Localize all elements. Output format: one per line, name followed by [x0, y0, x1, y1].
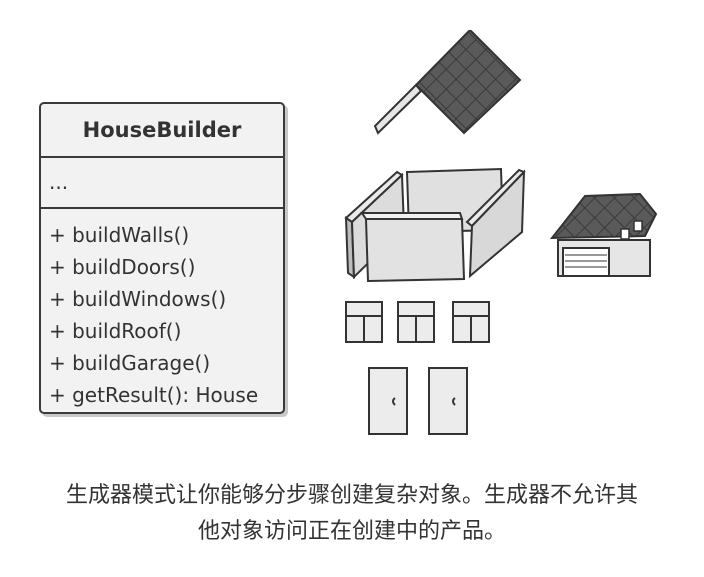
method-build-walls: + buildWalls()	[49, 223, 190, 247]
uml-fields: ...	[41, 158, 283, 209]
doors-icon	[368, 367, 468, 435]
roof-icon	[373, 30, 522, 135]
caption-line-2: 他对象访问正在创建中的产品。	[197, 519, 506, 544]
windows-icon	[345, 301, 490, 343]
method-build-garage: + buildGarage()	[49, 351, 211, 375]
caption-line-1: 生成器模式让你能够分步骤创建复杂对象。生成器不允许其	[65, 483, 638, 508]
garage-icon	[549, 192, 658, 277]
method-build-windows: + buildWindows()	[49, 287, 227, 311]
uml-methods: + buildWalls() + buildDoors() + buildWin…	[41, 209, 283, 411]
uml-class-name: HouseBuilder	[41, 104, 283, 158]
method-build-roof: + buildRoof()	[49, 319, 182, 343]
method-build-doors: + buildDoors()	[49, 255, 196, 279]
figure-caption: 生成器模式让你能够分步骤创建复杂对象。生成器不允许其 他对象访问正在创建中的产品…	[0, 478, 704, 550]
uml-class-box: HouseBuilder ... + buildWalls() + buildD…	[39, 102, 285, 414]
house-parts-illustration	[344, 30, 658, 435]
method-get-result: + getResult(): House	[49, 383, 259, 407]
walls-icon	[344, 167, 526, 283]
